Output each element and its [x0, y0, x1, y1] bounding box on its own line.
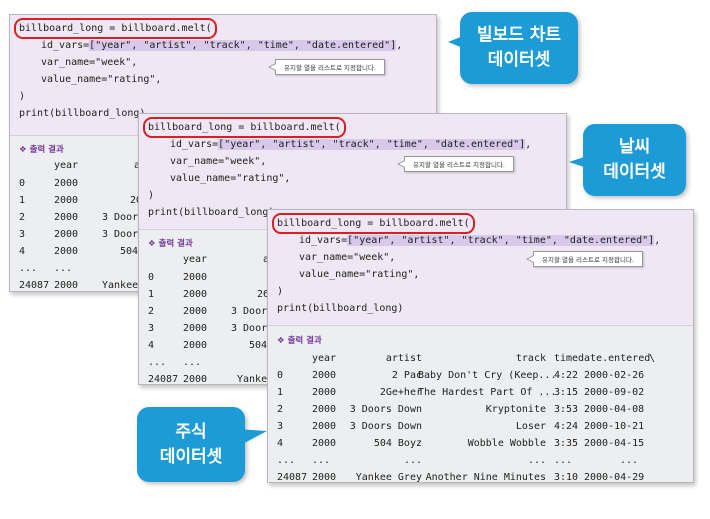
callout-line-1: 빌보드 차트 [476, 25, 562, 45]
callout-line-2: 데이터셋 [159, 446, 223, 467]
callout-pointer [569, 154, 593, 170]
note-tooltip: 유지할 열을 리스트로 지정합니다. [526, 251, 643, 267]
output-label: ❖ 출력 결과 [277, 336, 322, 346]
output-area: ❖ 출력 결과 year artist track time date.ente… [277, 336, 656, 483]
callout-line-1: 날씨 [618, 137, 651, 157]
col-date-entered: date.entered [578, 353, 651, 364]
note-tooltip: 유지할 열을 리스트로 지정합니다. [397, 156, 514, 172]
melt-call-highlight: billboard_long = billboard.melt( [272, 213, 475, 234]
col-time: time [554, 353, 579, 364]
col-continuation: \ [649, 353, 656, 364]
callout-line-1: 주식 [175, 421, 207, 442]
code-panel-stock: billboard_long = billboard.melt( id_vars… [267, 209, 694, 483]
callout-line-2: 데이터셋 [487, 50, 551, 70]
output-label: ❖ 출력 결과 [19, 145, 64, 155]
id-vars-list: ["year", "artist", "track", "time", "dat… [218, 139, 526, 150]
callout-pointer [448, 34, 468, 50]
callout-pointer [237, 429, 267, 447]
col-artist: a [134, 160, 140, 171]
callout-line-2: 데이터셋 [603, 162, 666, 182]
callout-billboard: 빌보드 차트 데이터셋 [448, 12, 578, 84]
col-year: year [183, 254, 208, 265]
col-track: track [515, 353, 546, 364]
code-block: billboard_long = billboard.melt( id_vars… [268, 210, 693, 326]
id-vars-list: ["year", "artist", "track", "time", "dat… [347, 235, 655, 246]
col-year: year [54, 160, 79, 171]
callout-stock: 주식 데이터셋 [137, 407, 267, 482]
col-artist: a [263, 254, 269, 265]
callout-weather: 날씨 데이터셋 [569, 124, 686, 196]
note-tooltip: 유지할 열을 리스트로 지정합니다. [268, 59, 385, 75]
id-vars-list: ["year", "artist", "track", "time", "dat… [89, 40, 397, 51]
melt-call-highlight: billboard_long = billboard.melt( [14, 18, 217, 39]
col-year: year [312, 353, 337, 364]
col-artist: artist [385, 353, 422, 364]
output-label: ❖ 출력 결과 [148, 239, 193, 249]
melt-call-highlight: billboard_long = billboard.melt( [143, 117, 346, 138]
